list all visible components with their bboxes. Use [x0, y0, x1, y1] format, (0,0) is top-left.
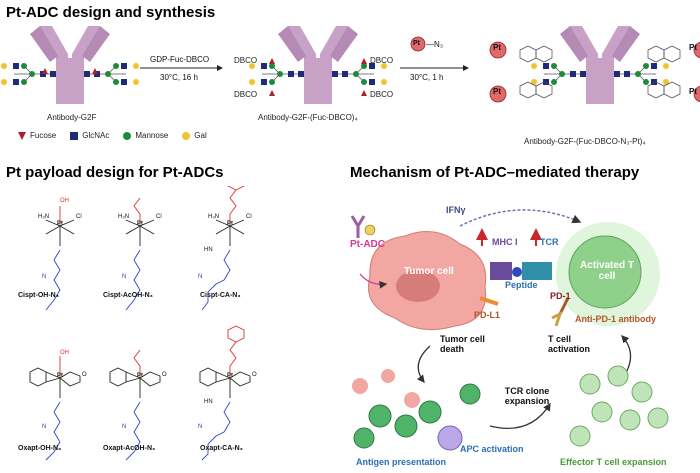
ifng-arc [459, 209, 582, 227]
step1-reagent: GDP-Fuc-DBCO [150, 55, 210, 64]
activated-t-cell-label: Activated T cell [580, 260, 634, 282]
antibody-g2f-label: Antibody-G2F [47, 113, 97, 122]
mhc-label: MHC I [492, 237, 518, 247]
step2-condition: 30°C, 1 h [410, 73, 444, 82]
molecule-name: Cispt-CA-N₃ [200, 292, 241, 299]
legend-item-mannose: Mannose [123, 131, 168, 140]
oxapt-ca-structure [199, 325, 251, 461]
pdl1-icon [479, 296, 499, 306]
mechanism-diagram [350, 209, 669, 451]
cispt-acoh-structure [125, 197, 155, 311]
molecule-name: Oxapt-OH-N₃ [18, 445, 62, 452]
mhc-icon [490, 262, 512, 280]
step1-condition: 30°C, 16 h [160, 73, 198, 82]
antibody-pt-adc-icon [489, 26, 700, 104]
tumor-nucleus-icon [396, 270, 440, 302]
dbco-label: DBCO [370, 90, 394, 99]
dbco-label: DBCO [370, 56, 394, 65]
dbco-label: DBCO [234, 90, 258, 99]
pt-label: Pt [493, 87, 501, 96]
legend-item-gal: Gal [182, 131, 207, 140]
section-title-synthesis: Pt-ADC design and synthesis [6, 4, 216, 21]
pd1-label: PD-1 [550, 291, 571, 301]
t-activation-label: T cell activation [548, 334, 591, 354]
pt-adc-label: Pt-ADC [350, 239, 385, 250]
synthesis-scheme [0, 26, 700, 104]
section-title-payload: Pt payload design for Pt-ADCs [6, 164, 224, 181]
apc-icon [437, 425, 463, 451]
antibody-g2f-icon [0, 26, 140, 104]
molecule-name: Oxapt-CA-N₃ [200, 445, 243, 452]
peptide-label: Peptide [505, 280, 538, 290]
triangle-icon [18, 131, 26, 140]
oxapt-acoh-structure [109, 349, 161, 461]
legend-item-glcnac: GlcNAc [70, 131, 109, 140]
anti-pd1-label: Anti-PD-1 antibody [575, 314, 656, 324]
molecule-name: Cispt-OH-N₃ [18, 292, 59, 299]
effector-t-cell-cluster [569, 365, 669, 447]
circle-icon [123, 131, 132, 140]
molecule-name: Cispt-AcOH-N₃ [103, 292, 153, 299]
cispt-ca-structure [201, 186, 245, 311]
ifng-label: IFNγ [446, 205, 466, 215]
dbco-label: DBCO [234, 56, 258, 65]
pt-reagent-label: Pt [413, 40, 420, 47]
effector-expansion-label: Effector T cell expansion [560, 457, 667, 467]
square-icon [70, 131, 79, 140]
antibody-dbco-icon [248, 26, 388, 104]
anti-pd1-antibody-icon [551, 311, 563, 327]
tumor-death-label: Tumor cell death [440, 334, 485, 354]
pt-label: Pt [493, 43, 501, 52]
glycan-legend: Fucose GlcNAc Mannose Gal [18, 131, 207, 140]
molecule-name: Oxapt-AcOH-N₃ [103, 445, 156, 452]
pt-reagent-icon [410, 36, 426, 52]
n3-reagent-label: —N₃ [426, 40, 444, 49]
tumor-cell-label: Tumor cell [404, 266, 454, 277]
antibody-pt-adc-label: Antibody-G2F-(Fuc-DBCO-N₃-Pt)₄ [524, 137, 646, 146]
antigen-presentation-label: Antigen presentation [356, 457, 447, 467]
pdl1-label: PD-L1 [474, 310, 501, 320]
payload-structures [29, 186, 251, 461]
antibody-dbco-label: Antibody-G2F-(Fuc-DBCO)₄ [258, 113, 358, 122]
antigen-presentation-cluster [352, 369, 481, 451]
pt-label: Pt [689, 87, 697, 96]
tcr-icon [522, 262, 552, 280]
oxapt-oh-structure [29, 356, 81, 461]
tcr-label: TCR [540, 237, 559, 247]
section-title-mechanism: Mechanism of Pt-ADC–mediated therapy [350, 164, 640, 181]
pt-label: Pt [689, 43, 697, 52]
tcr-clone-label: TCR clone expansion [504, 386, 550, 406]
circle-icon [182, 131, 191, 140]
pt-adc-antibody-icon [350, 215, 376, 238]
activated-t-cell-icon [568, 235, 642, 309]
apc-activation-label: APC activation [460, 444, 524, 454]
peptide-icon [512, 267, 522, 277]
legend-item-fucose: Fucose [18, 131, 56, 140]
cispt-oh-structure [45, 206, 75, 311]
